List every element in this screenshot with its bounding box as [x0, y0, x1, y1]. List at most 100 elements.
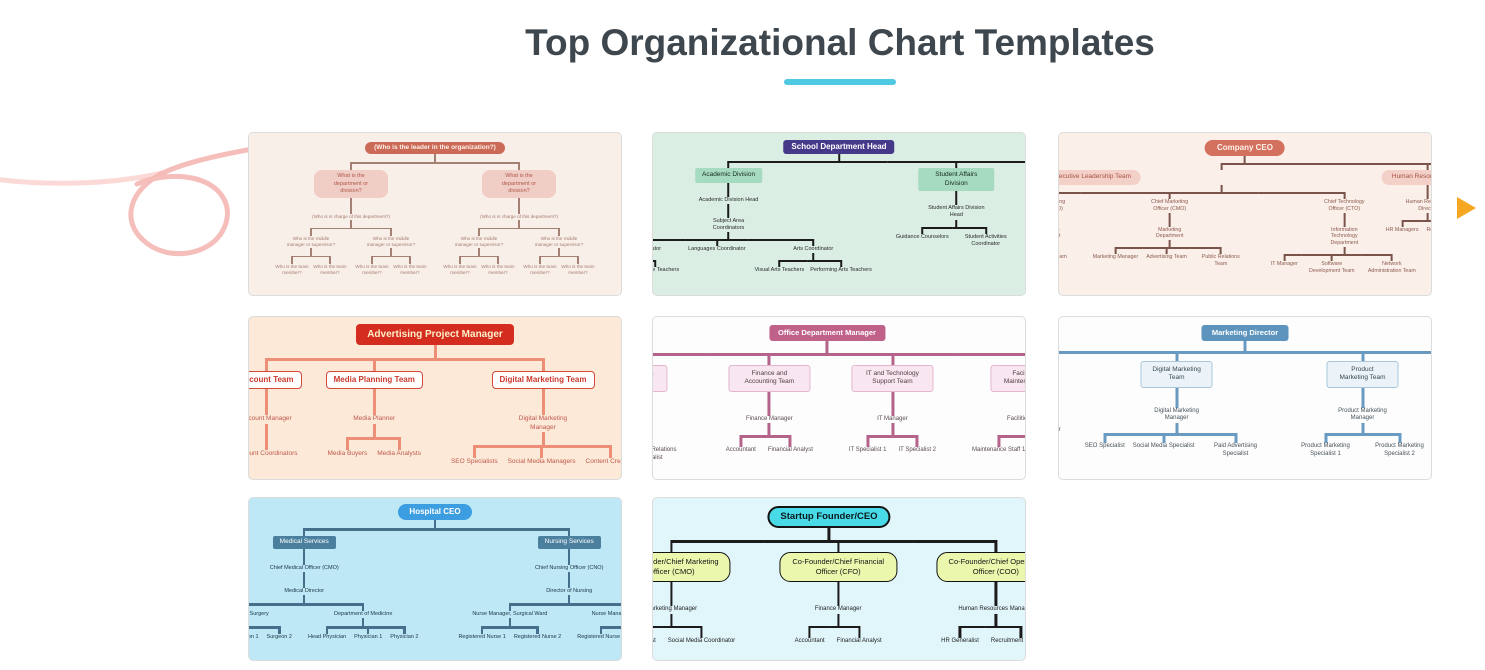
connector-line: [345, 436, 349, 450]
connector-line: [472, 445, 476, 459]
org-node: Finance and Accounting Team: [728, 364, 811, 392]
org-node: Academic Division: [694, 168, 763, 183]
org-node: What is the department or division?: [482, 170, 556, 198]
org-branch: Registered Nurse 3: [573, 626, 621, 641]
org-node: Student Affairs Division Head: [928, 205, 985, 219]
connector-line: [840, 260, 843, 268]
connector-line: [1019, 625, 1022, 638]
org-branch: Humanities CoordinatorHistory TeachersLi…: [653, 239, 685, 274]
template-card-3[interactable]: Company CEO Executive Leadership TeamChie…: [1058, 132, 1432, 296]
carousel-next-button[interactable]: [1457, 197, 1476, 219]
org-level: Creative DirectorContent WriterGraphic D…: [1059, 379, 1069, 435]
org-node: Medical Director: [284, 587, 325, 594]
org-branch: Startup Founder/CEOCo-Founder/Chief Mark…: [653, 506, 1025, 646]
template-card-5[interactable]: Office Department ManagerHuman Resources…: [652, 316, 1026, 480]
org-branch: Account Coordinators: [249, 436, 303, 458]
org-node: Marketing Director: [1201, 325, 1289, 341]
connector-line: [1324, 433, 1327, 444]
template-card-8[interactable]: Startup Founder/CEOCo-Founder/Chief Mark…: [652, 497, 1026, 661]
org-node: Who is the team member?: [523, 263, 557, 275]
org-level: Department of SurgeryChief SurgeonSurgeo…: [249, 595, 426, 641]
connector-line: [329, 255, 331, 264]
org-node: Performing Arts Teachers: [810, 267, 872, 274]
org-level: Facilities ManagerMaintenance Staff 1Mai…: [960, 392, 1025, 456]
org-node: Marketing Department: [1155, 226, 1184, 240]
org-branch: Registered Nurse 1: [454, 626, 511, 641]
org-node: IT Specialist 1: [848, 447, 887, 454]
section-header: Top Organizational Chart Templates: [195, 22, 1485, 85]
template-card-1[interactable]: (Who is the leader in the organization?)…: [248, 132, 622, 296]
org-node: IT and Technology Support Team: [851, 364, 934, 392]
connector-line: [350, 162, 352, 171]
connector-line: [1390, 254, 1393, 262]
org-branch: Recruitment Specialist: [984, 625, 1025, 646]
org-node: Social Media Coordinator: [667, 637, 736, 644]
connector-line: [727, 189, 730, 197]
connector-line: [371, 255, 373, 264]
org-level: Co-Founder/Chief Marketing Officer (CMO)…: [653, 528, 1025, 646]
org-branch: Social Media Coordinator: [661, 625, 741, 646]
org-node: Social Media Managers: [507, 458, 576, 466]
connector-line: [599, 626, 603, 635]
org-branch: Physician 1: [350, 626, 387, 641]
org-node: Physician 1: [354, 634, 383, 641]
org-node: Who is the team member?: [393, 263, 427, 275]
org-branch: Literature Teachers: [653, 260, 682, 274]
org-node: Company CEO: [1204, 140, 1285, 157]
org-node: Nursing Services: [537, 536, 601, 549]
org-branch: Who is the team member?: [521, 255, 559, 276]
org-branch: Registered Nurse 2: [509, 626, 565, 641]
org-node: Operations Team: [1059, 254, 1067, 261]
org-branch: Accountant: [720, 435, 762, 455]
org-node: SEO Specialists: [450, 458, 498, 466]
org-branch: Paid Advertising Specialist: [1198, 433, 1273, 459]
connector-line: [508, 603, 512, 612]
org-level: Operations Team: [1059, 240, 1071, 261]
connector-line: [302, 556, 306, 565]
org-node: Accountant: [794, 637, 825, 644]
org-node: Public Relations Team: [1201, 254, 1240, 268]
org-branch: Chief Operating Officer (COO)Operations …: [1059, 191, 1081, 261]
org-node: Social Media Specialist: [1132, 443, 1195, 450]
org-level: Marketing DirectorCreative TeamCreative …: [1059, 325, 1432, 459]
org-node: Executive Leadership Team: [1059, 170, 1142, 185]
org-branch: Advertising Team: [1142, 247, 1191, 261]
org-level: Marketing ManagerContent SpecialistSocia…: [653, 581, 747, 646]
org-branch: HR Managers: [1382, 219, 1423, 234]
org-node: Who is the team member?: [561, 263, 595, 275]
org-node: Who is the middle manager or supervisor?: [534, 235, 584, 247]
page-title: Top Organizational Chart Templates: [525, 22, 1155, 63]
org-branch: What is the department or division?(Who …: [267, 162, 435, 275]
org-branch: Network Administration Team: [1361, 254, 1422, 275]
org-node: Paid Advertising Specialist: [1213, 443, 1258, 458]
org-node: Facilities and Maintenance Team: [990, 364, 1025, 392]
template-card-6[interactable]: Marketing DirectorCreative TeamCreative …: [1058, 316, 1432, 480]
connector-line: [1234, 433, 1237, 444]
connector-line: [1162, 433, 1166, 444]
org-branch: Surgeon 1: [249, 626, 263, 641]
org-node: Academic Division Head: [698, 196, 759, 203]
org-node: Humanities Coordinator: [653, 246, 662, 253]
org-branch: Creative TeamCreative DirectorContent Wr…: [1059, 350, 1074, 435]
squiggle-decoration: [0, 145, 258, 257]
